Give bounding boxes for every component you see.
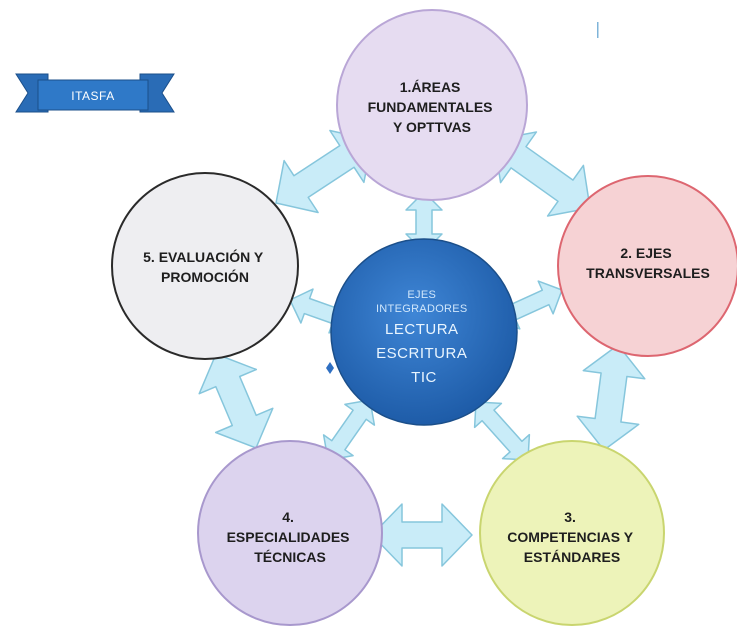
node-especialidades: 4. ESPECIALIDADES TÉCNICAS <box>197 440 383 626</box>
center-circle <box>330 238 518 426</box>
node-especialidades-line-2: ESPECIALIDADES <box>227 529 350 545</box>
center-big-line-2: ESCRITURA <box>376 345 467 362</box>
svg-text:5. EVALUACIÓN Y PROMOCIÓ: 5. EVALUACIÓN Y PROMOCIÓN <box>143 248 267 285</box>
node-areas-line-1: 1.ÁREAS <box>400 79 461 95</box>
banner-label: ITASFA <box>71 89 114 103</box>
itasfa-banner: ITASFA <box>15 73 175 113</box>
svg-text:1.ÁREAS FUNDAMENTALES: 1.ÁREAS FUNDAMENTALES Y OPTTVAS <box>368 79 497 135</box>
node-areas: 1.ÁREAS FUNDAMENTALES Y OPTTVAS <box>336 9 528 201</box>
node-especialidades-line-1: 4. <box>282 509 294 525</box>
decorative-tick <box>597 22 599 38</box>
node-areas-line-3: Y OPTTVAS <box>393 119 471 135</box>
node-circle-evaluacion <box>111 172 299 360</box>
node-ejes-line-2: TRANSVERSALES <box>586 265 710 281</box>
svg-text:2. EJES TRANSVERSALES: 2. EJES TRANSVERSALES <box>586 245 710 281</box>
svg-text:4. ESPECIALIDADES: 4. ESPECIALIDADES TÉCNICAS <box>227 509 354 565</box>
node-competencias: 3. COMPETENCIAS Y ESTÁNDARES <box>479 440 665 626</box>
node-areas-line-2: FUNDAMENTALES <box>368 99 493 115</box>
node-competencias-line-3: ESTÁNDARES <box>524 549 620 565</box>
svg-text:3. COMPETENCIAS Y: 3. COMPETENCIAS Y ESTÁNDARES <box>507 509 636 565</box>
node-circle-areas <box>336 9 528 201</box>
arrow-competencias-especialidades <box>371 503 473 567</box>
svg-text:EJES INTEGRADORES: EJES INTEGRADORES LECTURA ESCRITURA TIC <box>376 285 472 386</box>
node-competencias-line-1: 3. <box>564 509 576 525</box>
node-especialidades-line-3: TÉCNICAS <box>254 549 326 565</box>
center-small-line-1: EJES <box>407 289 436 301</box>
node-ejes: 2. EJES TRANSVERSALES <box>557 175 737 357</box>
node-circle-ejes <box>557 175 737 357</box>
center-big-line-3: TIC <box>411 369 437 386</box>
arrow-ejes-competencias <box>576 344 646 451</box>
decorative-dot <box>326 362 334 374</box>
node-evaluacion-line-1: 5. EVALUACIÓN Y <box>143 248 264 265</box>
node-circle-competencias <box>479 440 665 626</box>
banner-body <box>37 79 149 111</box>
node-competencias-line-2: COMPETENCIAS Y <box>507 529 633 545</box>
node-circle-especialidades <box>197 440 383 626</box>
center-node: EJES INTEGRADORES LECTURA ESCRITURA TIC <box>330 238 518 426</box>
node-evaluacion-line-2: PROMOCIÓN <box>161 268 249 285</box>
arrow-especialidades-evaluacion <box>198 353 274 449</box>
center-big-line-1: LECTURA <box>385 321 459 338</box>
node-evaluacion: 5. EVALUACIÓN Y PROMOCIÓN <box>111 172 299 360</box>
node-ejes-line-1: 2. EJES <box>620 245 671 261</box>
center-small-line-2: INTEGRADORES <box>376 303 468 315</box>
arrow-center-competencias <box>473 401 531 461</box>
